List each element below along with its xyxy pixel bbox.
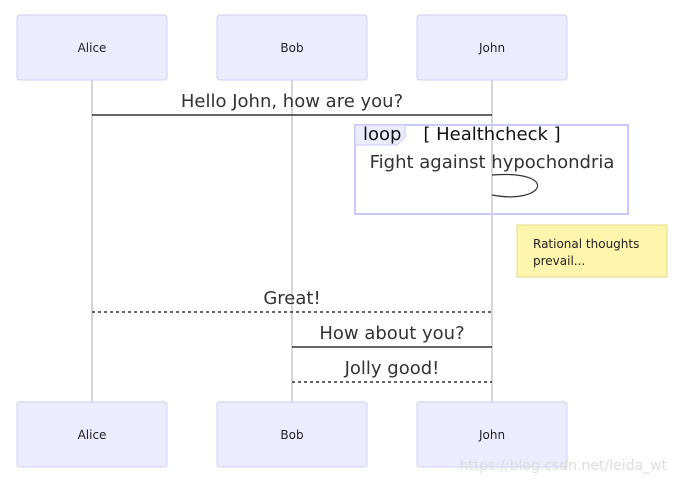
actor-bob-bottom: Bob — [216, 401, 368, 468]
actor-john-bottom: John — [416, 401, 568, 468]
actor-label: Bob — [280, 428, 303, 442]
actor-label: Alice — [78, 41, 107, 55]
message-label: Hello John, how are you? — [181, 91, 403, 112]
note-line-1: Rational thoughts — [533, 237, 639, 251]
message-great: Great! — [92, 288, 492, 313]
message-label: Jolly good! — [344, 358, 440, 379]
actor-bob-top: Bob — [216, 14, 368, 81]
loop-box — [354, 124, 629, 215]
message-self: Fight against hypochondria — [370, 152, 615, 198]
actor-john-top: John — [416, 14, 568, 81]
message-hello: Hello John, how are you? — [92, 91, 492, 116]
loop-frame: loop [ Healthcheck ] — [354, 124, 629, 215]
actor-label: Alice — [78, 428, 107, 442]
actor-label: John — [478, 428, 505, 442]
self-loop-arrow — [491, 173, 539, 198]
actor-alice-bottom: Alice — [16, 401, 168, 468]
actor-label: Bob — [280, 41, 303, 55]
note-line-2: prevail... — [533, 254, 585, 268]
message-jolly-good: Jolly good! — [292, 358, 492, 383]
message-label: Great! — [263, 288, 320, 309]
message-label: Fight against hypochondria — [370, 152, 615, 173]
loop-keyword: loop — [363, 124, 401, 145]
note-box — [516, 224, 668, 278]
message-label: How about you? — [319, 323, 464, 344]
actor-label: John — [478, 41, 505, 55]
loop-label-tab — [354, 124, 406, 146]
message-how-about-you: How about you? — [292, 323, 492, 348]
note: Rational thoughts prevail... — [516, 224, 668, 278]
actor-alice-top: Alice — [16, 14, 168, 81]
watermark: https://blog.csdn.net/leida_wt — [459, 458, 667, 474]
loop-condition: [ Healthcheck ] — [423, 124, 560, 145]
